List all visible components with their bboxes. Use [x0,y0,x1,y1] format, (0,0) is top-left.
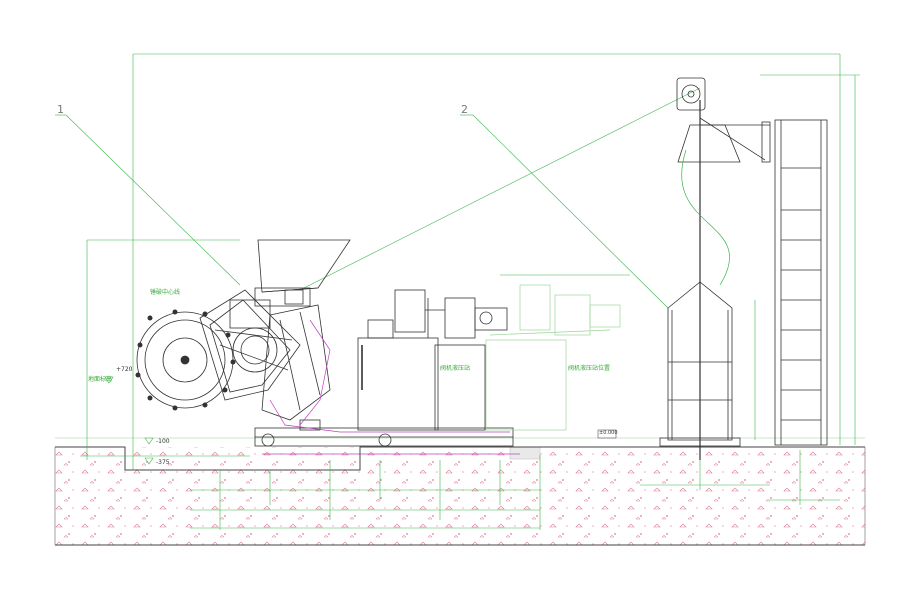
alternate-position-outline [262,319,520,455]
station-1-label: 阀机液压站 [440,365,471,372]
callout-2: 2 [461,103,468,116]
elevation-plus-label: +720 [116,366,133,373]
elevation-minus-375-label: -375 [156,459,170,466]
hydraulic-station-2-position [485,284,621,431]
dimension-lines [55,53,860,530]
elevation-minus-100-label: -100 [156,438,170,445]
callout-1: 1 [57,103,64,116]
ground-tag-label: 地面标高 [88,376,113,383]
lifting-tower [659,77,828,460]
hydraulic-station-1 [357,289,508,431]
crusher-assembly [135,239,514,447]
crusher-center-label: 锤破中心线 [150,289,181,296]
elevation-zero-label: ±0.000 [599,430,618,436]
station-2-label: 阀机液压站位置 [568,365,611,372]
foundation [54,429,866,546]
hydraulic-hose [681,149,730,286]
